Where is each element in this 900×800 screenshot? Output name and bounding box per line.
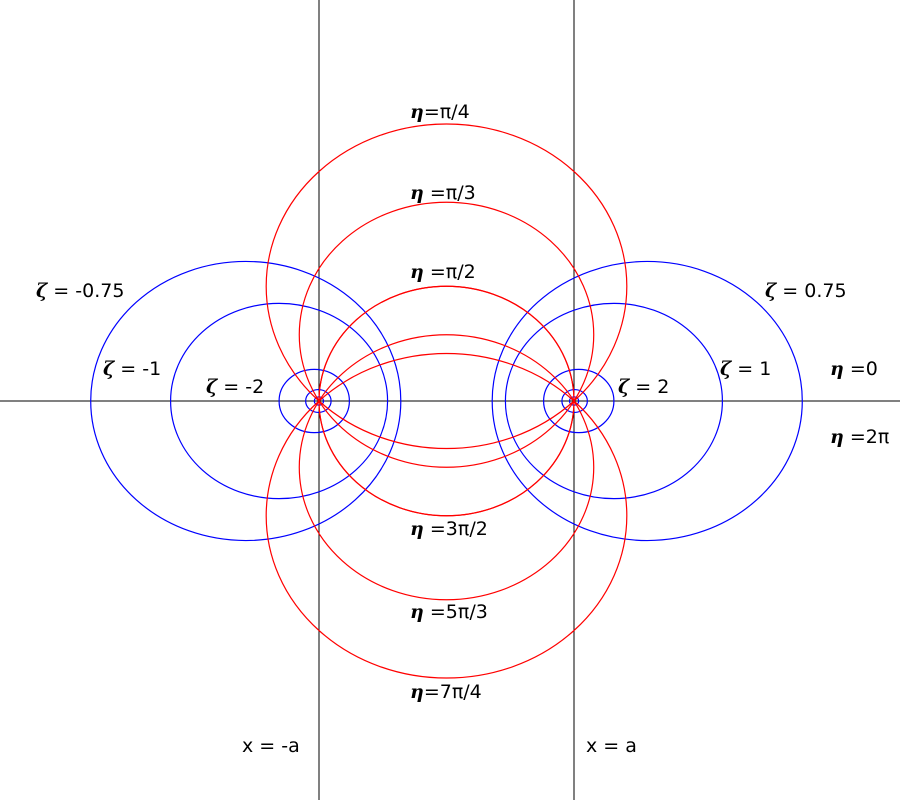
label-eta-pi2: η =π/2 <box>410 261 476 283</box>
label-zeta-2: ζ = 2 <box>618 376 670 398</box>
eta-circle <box>265 352 628 679</box>
zeta-circle <box>305 388 332 414</box>
zeta-circle <box>278 368 350 434</box>
label-zeta-neg2: ζ = -2 <box>206 376 265 398</box>
zeta-circle <box>504 302 724 500</box>
label-eta-pi3: η =π/3 <box>410 182 476 204</box>
label-x-neg-a: x = -a <box>242 735 300 757</box>
eta-circle <box>298 201 595 468</box>
label-zeta-075: ζ = 0.75 <box>765 280 847 302</box>
zeta-circle <box>543 368 615 434</box>
label-eta-2pi: η =2π <box>830 426 890 448</box>
label-x-a: x = a <box>586 735 637 757</box>
zeta-circle <box>169 302 389 500</box>
eta-circle <box>298 334 595 601</box>
zeta-circle <box>491 260 803 542</box>
zeta-circle <box>90 260 402 542</box>
label-zeta-neg075: ζ = -0.75 <box>36 280 125 302</box>
label-eta-7pi4: η=7π/4 <box>410 681 482 703</box>
label-eta-5pi3: η =5π/3 <box>410 601 488 623</box>
zeta-circle <box>561 388 588 414</box>
label-eta-pi4: η=π/4 <box>410 101 470 123</box>
label-eta-0: η =0 <box>830 358 878 380</box>
label-zeta-neg1: ζ = -1 <box>103 358 162 380</box>
label-zeta-1: ζ = 1 <box>720 358 772 380</box>
label-eta-3pi2: η =3π/2 <box>410 518 488 540</box>
eta-circle <box>265 123 628 450</box>
